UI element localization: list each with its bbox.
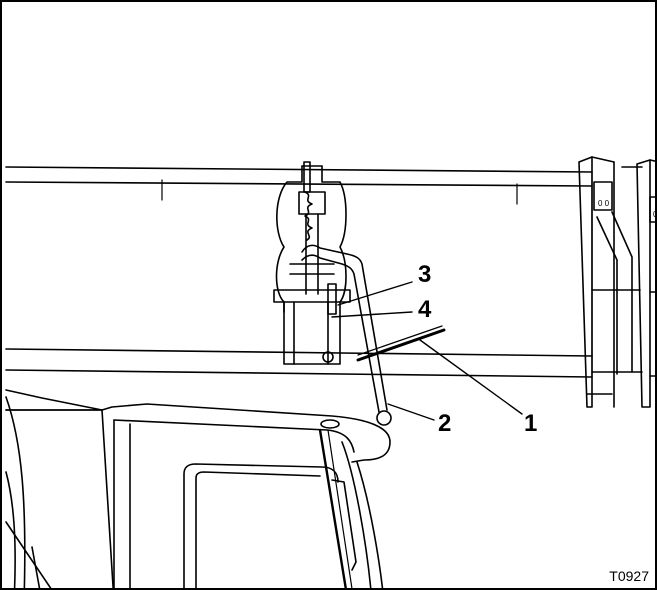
rod xyxy=(356,325,446,362)
boom-beam xyxy=(5,166,593,378)
callout-1: 1 xyxy=(524,410,538,437)
svg-text:0 0: 0 0 xyxy=(598,199,610,208)
svg-text:0 0: 0 0 xyxy=(653,210,657,219)
boom-head-bracket: 0 0 0 0 xyxy=(578,156,657,408)
leader-lines xyxy=(331,281,523,421)
callout-3: 3 xyxy=(418,261,432,288)
callout-4: 4 xyxy=(418,296,432,323)
cab xyxy=(5,389,391,588)
callout-2: 2 xyxy=(438,410,452,437)
boom-support xyxy=(273,161,351,365)
locking-lever xyxy=(301,244,392,426)
figure-code: T0927 xyxy=(609,568,649,584)
